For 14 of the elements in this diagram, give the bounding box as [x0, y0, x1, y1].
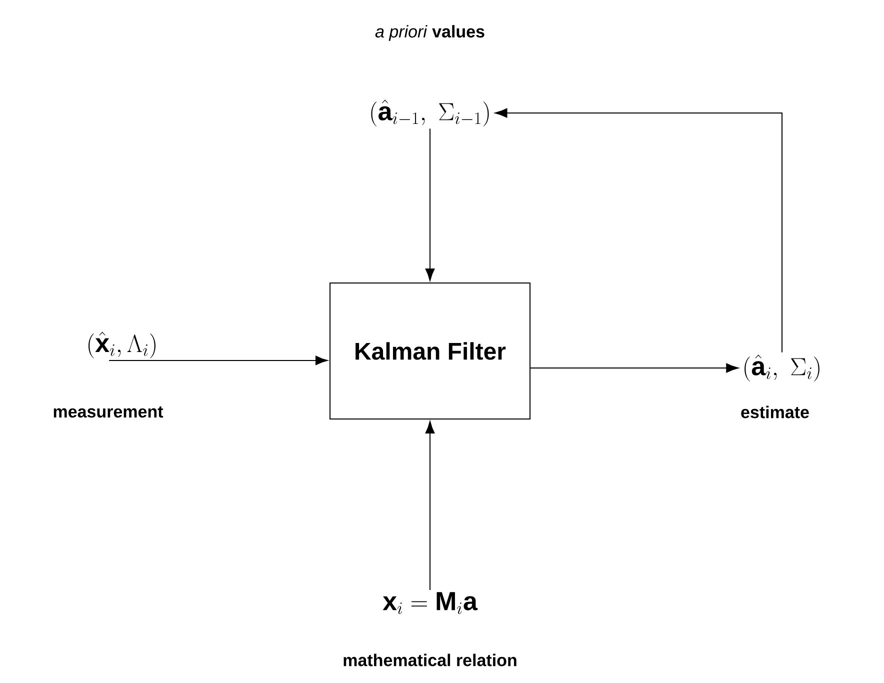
arrow — [494, 108, 782, 353]
formula: $(\hat{\mathbf{a}}_{i-1},\ \Sigma_{i-1})$ — [371, 100, 489, 126]
node-label: a priori values — [375, 25, 484, 41]
arrow — [530, 363, 738, 373]
arrow — [425, 128, 435, 281]
arrow — [425, 421, 435, 590]
node-label: measurement — [54, 406, 164, 418]
formula: $\mathbf{x}_{i}=\mathbf{M}_{i}\mathbf{a}$ — [382, 592, 478, 614]
filter-box: Kalman Filter — [330, 282, 530, 420]
formula: $(\hat{\mathbf{a}}_{i},\ \Sigma_{i})$ — [744, 354, 820, 382]
node-label: mathematical relation — [344, 654, 516, 666]
arrow — [108, 356, 328, 366]
formula: $(\hat{\mathbf{x}}_{i},\Lambda_{i})$ — [88, 332, 156, 358]
node-label: estimate — [741, 406, 809, 418]
